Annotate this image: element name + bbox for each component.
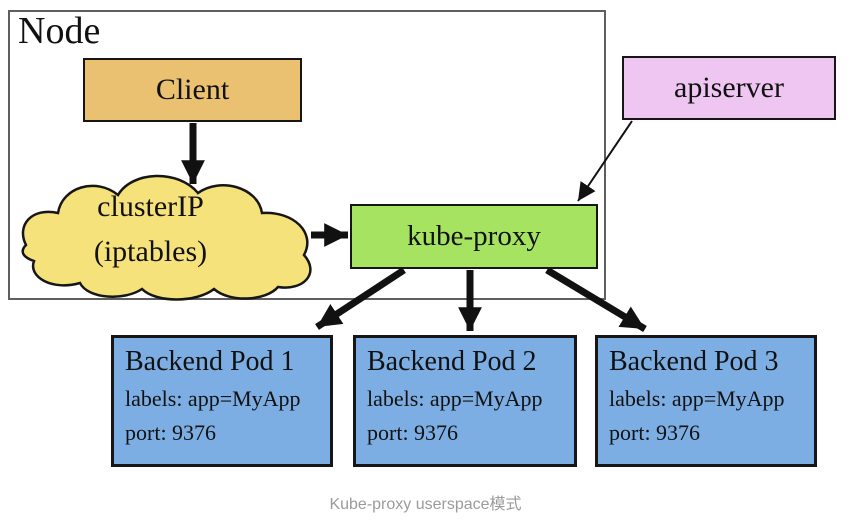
edge-apiserver-to-kubeproxy (577, 120, 633, 202)
kube-proxy-label: kube-proxy (407, 220, 541, 252)
pod-port: port: 9376 (367, 420, 459, 445)
backend-pod-2: Backend Pod 2 labels: app=MyApp port: 93… (353, 335, 577, 467)
cluster-ip-line2: (iptables) (93, 235, 208, 268)
pod-title: Backend Pod 3 (609, 346, 779, 377)
pod-labels: labels: app=MyApp (125, 386, 301, 411)
edge-kubeproxy-to-pod3 (545, 267, 647, 332)
backend-pod-1: Backend Pod 1 labels: app=MyApp port: 93… (111, 335, 333, 467)
node-label: Node (18, 10, 101, 52)
client-node: Client (83, 58, 302, 122)
pod-port: port: 9376 (609, 420, 701, 445)
pod-port: port: 9376 (125, 420, 217, 445)
cluster-ip-cloud-shape (21, 174, 312, 301)
kube-proxy-node: kube-proxy (350, 204, 598, 269)
client-label: Client (155, 73, 230, 106)
cluster-ip-label: clusterIP (iptables) (48, 184, 253, 274)
edge-kubeproxy-to-pod1 (315, 267, 406, 330)
pod-title: Backend Pod 2 (367, 346, 537, 377)
pod-labels: labels: app=MyApp (609, 386, 785, 411)
apiserver-node: apiserver (622, 56, 836, 120)
node-container-box (8, 10, 606, 300)
pod-title: Backend Pod 1 (125, 346, 295, 377)
cluster-ip-line1: clusterIP (97, 190, 204, 223)
backend-pod-3: Backend Pod 3 labels: app=MyApp port: 93… (595, 335, 817, 467)
pod-labels: labels: app=MyApp (367, 386, 543, 411)
diagram-caption: Kube-proxy userspace模式 (329, 496, 522, 513)
apiserver-label: apiserver (674, 71, 784, 104)
